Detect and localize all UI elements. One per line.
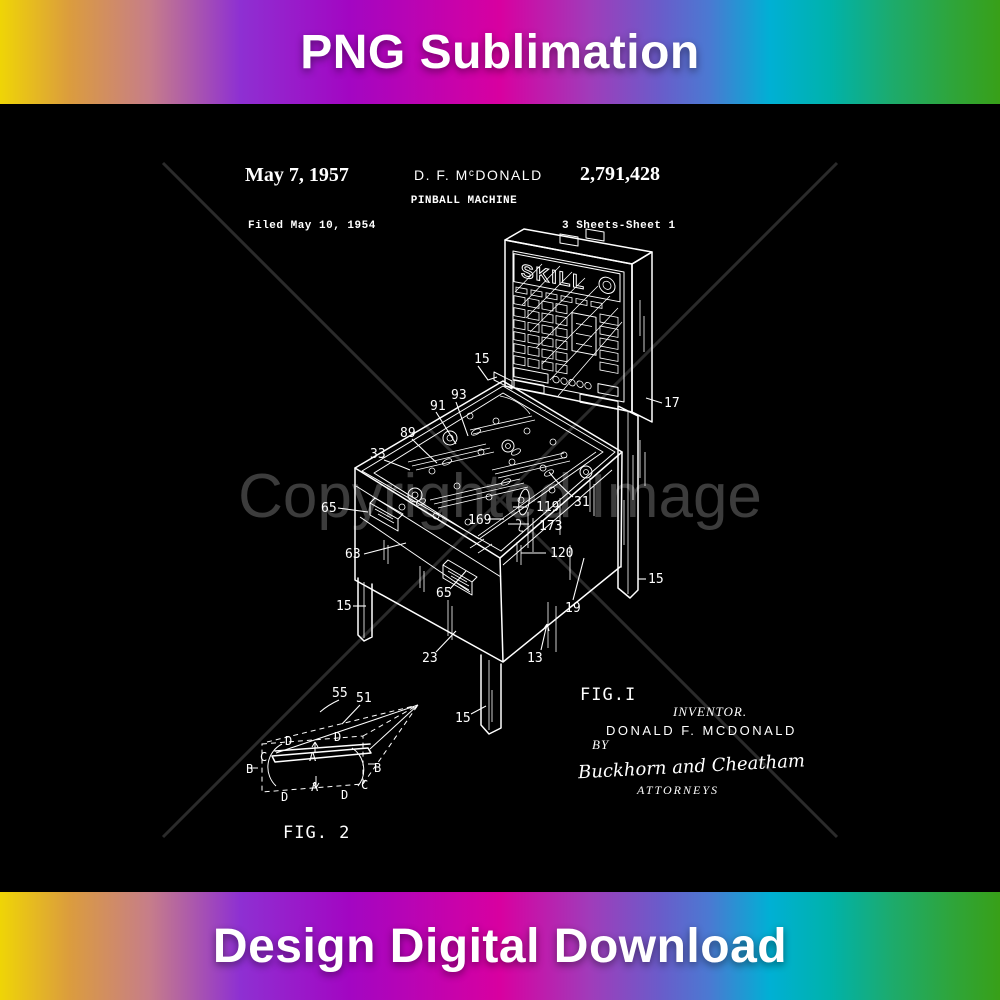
legs — [357, 577, 502, 735]
dim-label-A: A — [309, 750, 317, 764]
ref-label-119: 119 — [536, 500, 559, 515]
ref-label-13: 13 — [527, 651, 543, 666]
lane-wires — [407, 395, 571, 509]
ref-label-173: 173 — [539, 519, 562, 534]
top-banner-title: PNG Sublimation — [300, 25, 700, 79]
rollovers — [398, 412, 568, 526]
ref-label-65: 65 — [436, 586, 452, 601]
bracket-169 — [515, 519, 524, 532]
patent-sheet-info: 3 Sheets-Sheet 1 — [562, 220, 676, 232]
coin-slot-lower — [442, 559, 478, 596]
score-lights — [513, 295, 619, 375]
dim-label-B: B — [374, 761, 381, 775]
patent-date: May 7, 1957 — [245, 164, 349, 186]
ref-label-89: 89 — [400, 426, 416, 441]
ref-label-31: 31 — [574, 495, 590, 510]
ref-label-33: 33 — [370, 447, 386, 462]
patent-drawing: Copyrighted Image May 7, 1957 D. F. McDO… — [161, 161, 839, 843]
ref-label-15: 15 — [336, 599, 352, 614]
fig2-label: FIG. 2 — [283, 823, 350, 843]
ref-label-91: 91 — [430, 399, 446, 414]
shooter-gate — [518, 488, 530, 516]
patent-number: 2,791,428 — [580, 163, 660, 185]
dim-label-B: B — [246, 762, 253, 776]
dim-label-D: D — [285, 734, 292, 748]
ref-label-169: 169 — [468, 513, 491, 528]
patent-title: PINBALL MACHINE — [411, 195, 518, 207]
dim-label-A: A — [311, 780, 319, 794]
inventor-caption: INVENTOR. — [672, 704, 747, 719]
dim-label-D: D — [281, 790, 288, 804]
ref-label-63: 63 — [345, 547, 361, 562]
backbox: SKILL — [504, 228, 653, 486]
ref-label-65: 65 — [321, 501, 337, 516]
patent-sheet: Copyrighted Image May 7, 1957 D. F. McDO… — [0, 104, 1000, 892]
inventor-name: DONALD F. MCDONALD — [606, 723, 797, 738]
ref-label-19: 19 — [565, 601, 581, 616]
attorneys-label: ATTORNEYS — [636, 783, 719, 797]
attorney-signature: Buckhorn and Cheatham — [577, 750, 806, 783]
leader-lines — [319, 365, 663, 725]
wood-grain — [383, 478, 595, 652]
fig2-drawing — [250, 704, 419, 793]
glass-reflection — [514, 263, 623, 397]
ref-label-55: 55 — [332, 686, 348, 701]
bottom-banner: Design Digital Download — [0, 892, 1000, 1000]
ref-label-23: 23 — [422, 651, 438, 666]
ref-label-120: 120 — [550, 546, 573, 561]
ref-label-15: 15 — [474, 352, 490, 367]
watermark-x-lines — [161, 161, 839, 839]
ref-label-93: 93 — [451, 388, 467, 403]
ref-label-17: 17 — [664, 396, 680, 411]
fig1-label: FIG.I — [580, 685, 636, 705]
ref-label-15: 15 — [648, 572, 664, 587]
dim-label-C: C — [361, 778, 368, 792]
playfield — [354, 371, 623, 559]
inventor-block: INVENTOR. DONALD F. MCDONALD BY Buckhorn… — [577, 704, 806, 797]
patent-filed: Filed May 10, 1954 — [248, 220, 376, 232]
fig1-machine: SKILL — [319, 228, 663, 735]
patent-inventor-header: D. F. McDONALD — [414, 167, 543, 183]
by-label: BY — [592, 737, 610, 752]
backbox-support — [617, 405, 639, 599]
dim-label-D: D — [341, 788, 348, 802]
top-banner: PNG Sublimation — [0, 0, 1000, 104]
coin-slot-upper — [369, 497, 404, 532]
ref-label-51: 51 — [356, 691, 372, 706]
cabinet — [354, 451, 623, 663]
reference-labels: 15 93 91 89 33 65 63 65 23 15 15 15 19 13 120 173 119 169… — [321, 352, 680, 726]
ref-label-15: 15 — [455, 711, 471, 726]
dim-label-D: D — [334, 730, 341, 744]
bottom-banner-title: Design Digital Download — [212, 919, 788, 973]
dim-label-C: C — [260, 750, 267, 764]
